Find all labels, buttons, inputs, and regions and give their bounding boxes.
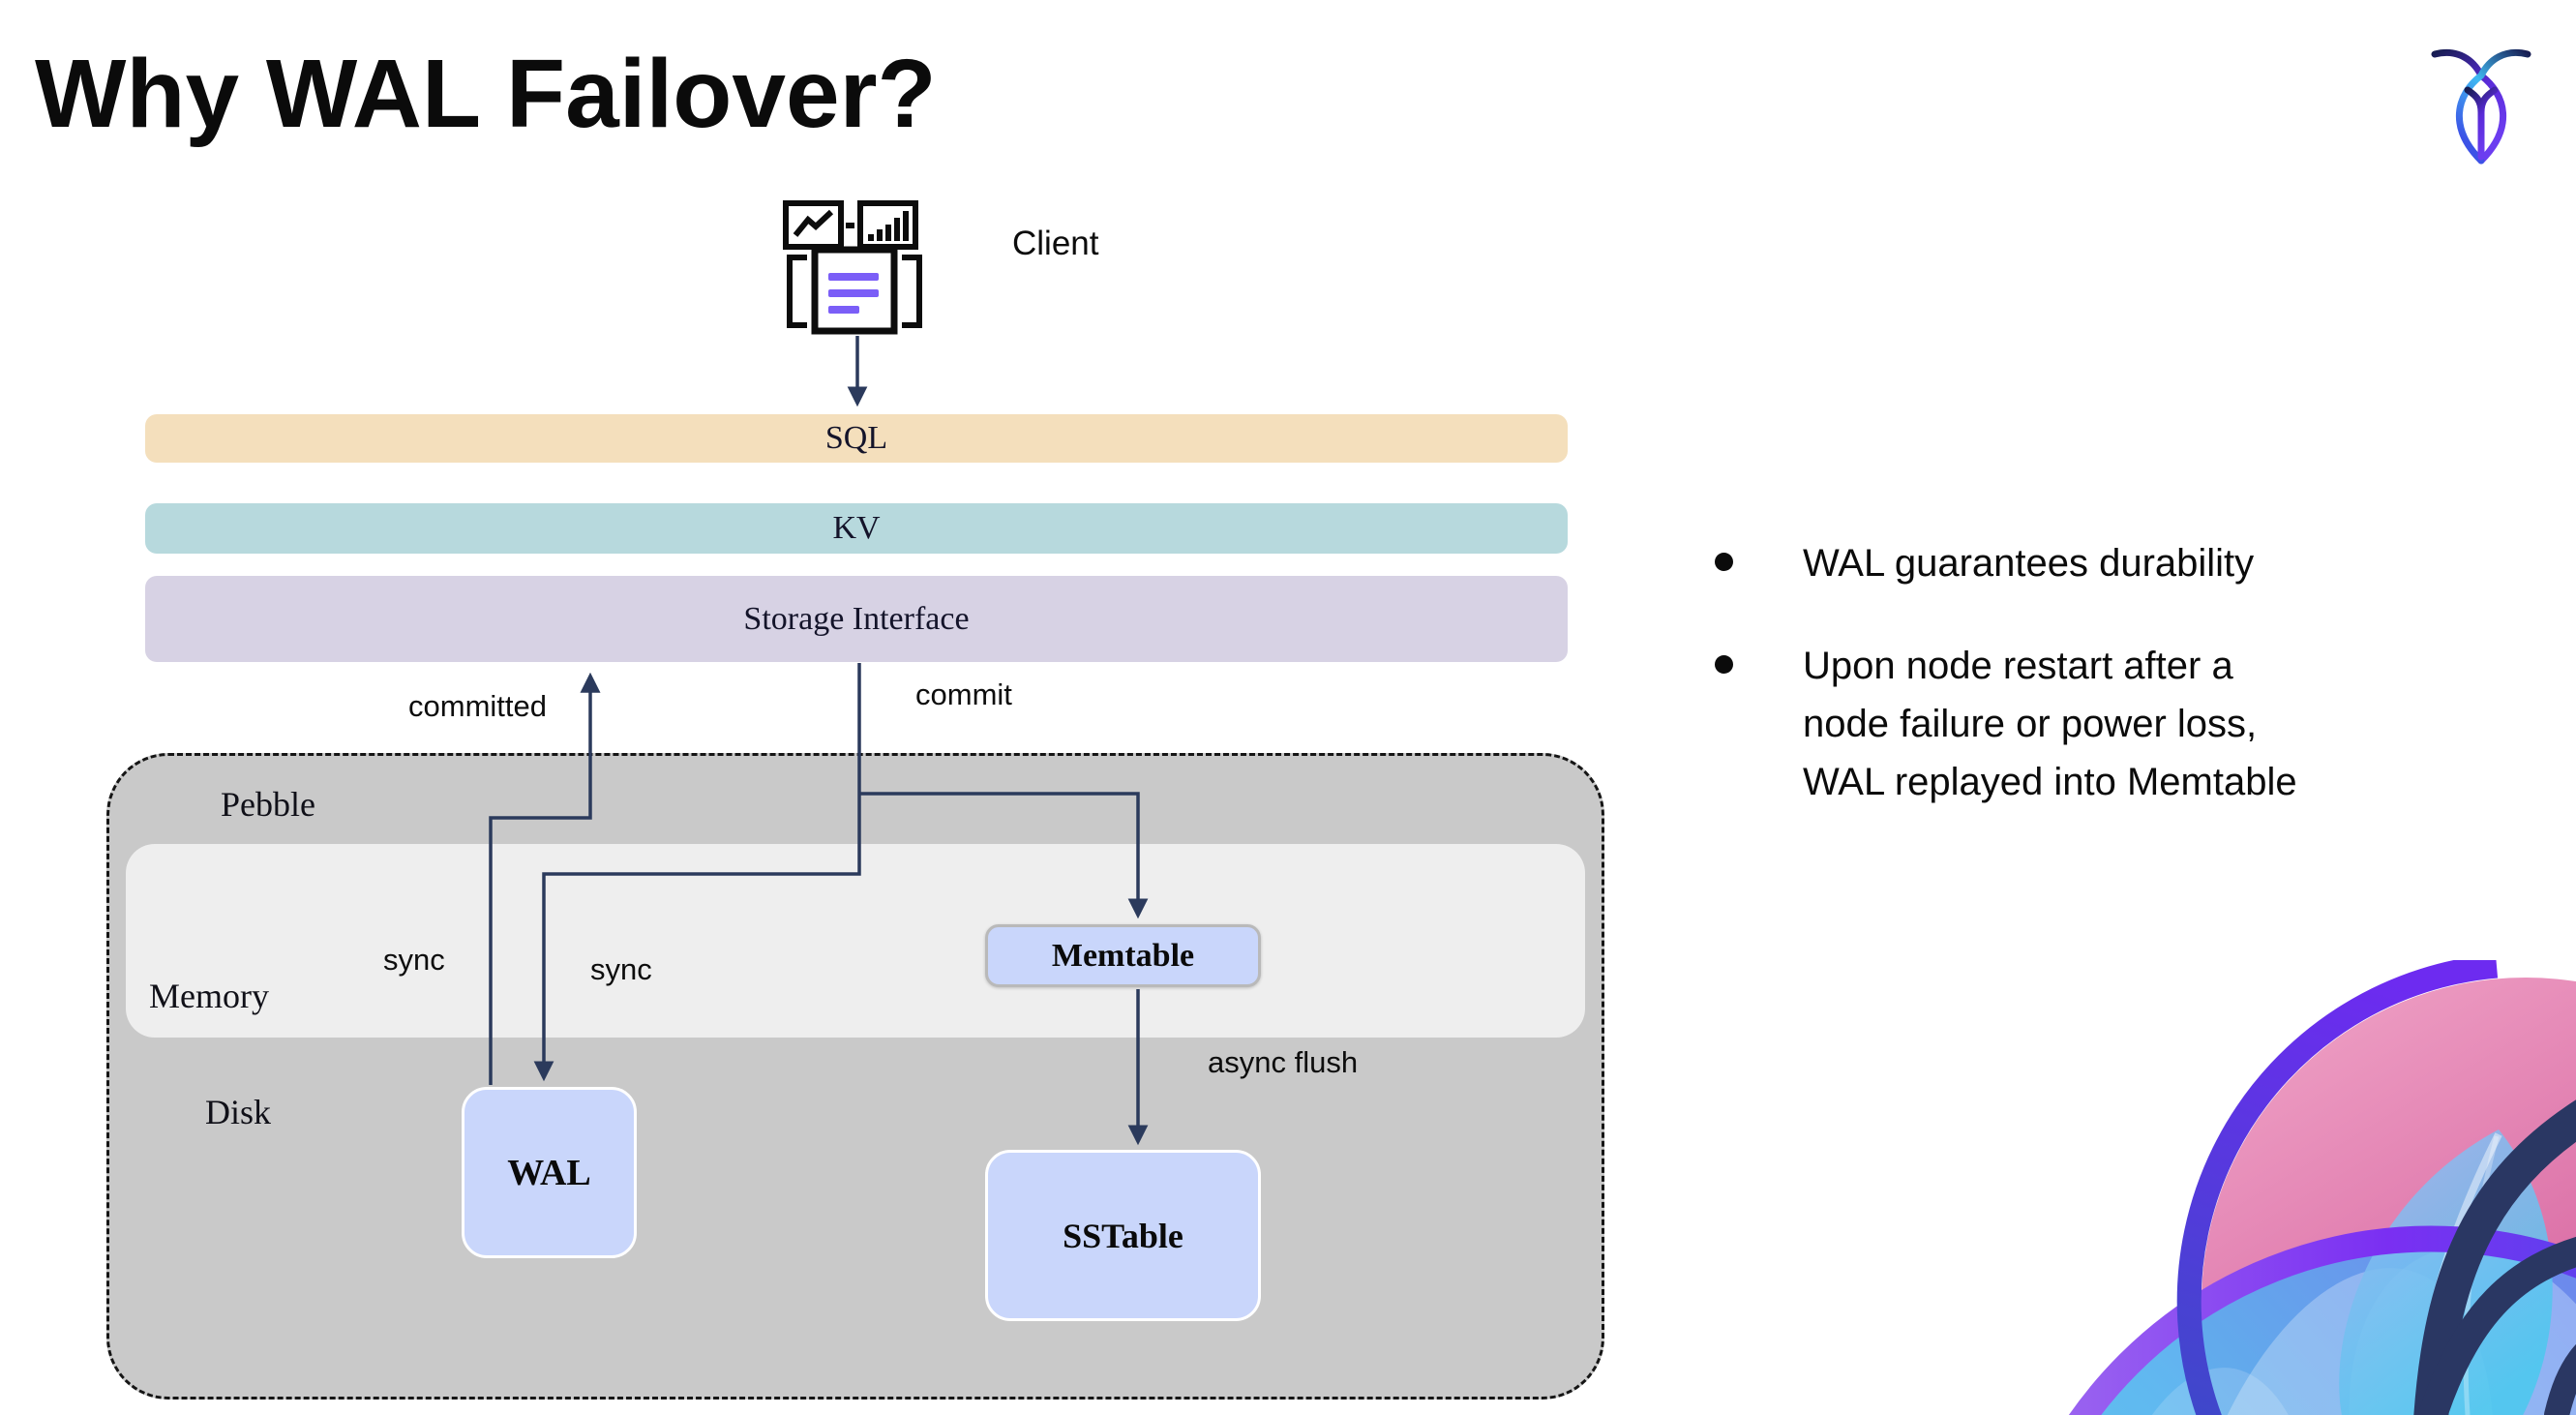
bullet-dot-icon <box>1715 655 1733 674</box>
client-workstation-icon <box>783 200 922 335</box>
page-title: Why WAL Failover? <box>35 40 937 148</box>
purple-arc-blue-top <box>2069 1225 2576 1415</box>
wal-label: WAL <box>507 1152 591 1193</box>
disk-label: Disk <box>205 1093 272 1131</box>
edge-label-async-flush: async flush <box>1208 1045 1359 1079</box>
layer-kv: KV <box>145 503 1568 554</box>
edge-label-sync-left: sync <box>383 943 445 977</box>
layer-storage-interface-label: Storage Interface <box>743 600 970 637</box>
layer-kv-label: KV <box>832 510 881 546</box>
list-item: Upon node restart after a node failure o… <box>1715 637 2566 811</box>
bullet-text: WAL guarantees durability <box>1803 542 2255 585</box>
document-brackets-icon <box>787 246 922 335</box>
edge-label-commit: commit <box>915 677 1012 711</box>
edge-label-sync-right: sync <box>590 952 652 986</box>
cockroachdb-logo-icon <box>2431 49 2531 165</box>
bullet-dot-icon <box>1715 553 1733 571</box>
layer-sql-label: SQL <box>824 420 888 456</box>
client-label: Client <box>1012 225 1099 262</box>
cockroach-leaf-decoration <box>2069 960 2576 1415</box>
dash-connector <box>846 223 854 228</box>
sstable-label: SSTable <box>1063 1216 1183 1255</box>
wal-node: WAL <box>462 1087 637 1258</box>
navy-veins <box>2413 1099 2576 1415</box>
bullet-list: WAL guarantees durability Upon node rest… <box>1715 534 2566 811</box>
monitor-bar-chart-icon <box>857 200 918 250</box>
memtable-node: Memtable <box>985 924 1261 987</box>
edge-label-committed: committed <box>408 689 547 723</box>
bullet-text: Upon node restart after a node failure o… <box>1803 645 2297 803</box>
layer-storage-interface: Storage Interface <box>145 576 1568 662</box>
list-item: WAL guarantees durability <box>1715 534 2566 592</box>
sstable-node: SSTable <box>985 1150 1261 1321</box>
purple-arc-pink-edge <box>2176 960 2499 1415</box>
pebble-label: Pebble <box>221 785 315 824</box>
logo-body <box>2431 49 2531 165</box>
layer-sql: SQL <box>145 414 1568 463</box>
memtable-label: Memtable <box>1051 937 1195 974</box>
memory-band <box>126 844 1585 1038</box>
monitor-chart-line-icon <box>783 200 844 250</box>
memory-label: Memory <box>149 977 269 1015</box>
